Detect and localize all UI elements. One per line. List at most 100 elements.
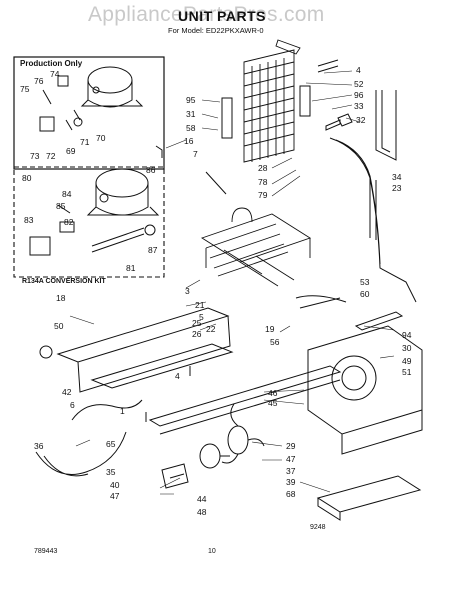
- grommet-50: [39, 345, 53, 359]
- fan-blade: [221, 403, 265, 464]
- document-code: 789443: [34, 548, 58, 555]
- page-number: 10: [208, 548, 216, 555]
- part-number-label: 70: [96, 133, 106, 143]
- part-number-label: 42: [62, 387, 72, 397]
- part-number-label: 86: [146, 165, 156, 175]
- part-number-label: 50: [54, 321, 64, 331]
- part-number-label: 71: [80, 137, 90, 147]
- condenser-tube-1: [317, 59, 339, 73]
- part-number-label: 30: [402, 343, 412, 353]
- dryer-tube: [325, 119, 341, 131]
- part-number-label: 45: [268, 398, 278, 408]
- part-number-label: 87: [148, 245, 158, 255]
- part-number-label: 37: [286, 466, 296, 476]
- part-number-label: 49: [402, 356, 412, 366]
- condenser-bracket-left: [221, 97, 233, 139]
- condenser-bracket-right: [299, 85, 311, 117]
- part-number-label: 74: [50, 69, 60, 79]
- part-number-label: 83: [24, 215, 34, 225]
- part-number-label: 23: [392, 183, 402, 193]
- part-number-label: 36: [34, 441, 44, 451]
- part-number-label: 16: [184, 136, 194, 146]
- part-number-label: 18: [56, 293, 66, 303]
- part-number-label: 96: [354, 90, 364, 100]
- part-number-label: 48: [197, 507, 207, 517]
- watermark: AppliancePartsPros.com: [88, 3, 325, 26]
- part-number-label: 58: [186, 123, 196, 133]
- rod-7: [205, 171, 227, 195]
- condenser: [243, 39, 301, 163]
- part-number-label: 81: [126, 263, 136, 273]
- part-number-label: 40: [110, 480, 120, 490]
- part-number-label: 22: [206, 324, 216, 334]
- drain-pan: [316, 475, 422, 521]
- part-number-label: 39: [286, 477, 296, 487]
- compressor-small: [80, 66, 144, 108]
- part-number-label: 5: [199, 312, 204, 322]
- part-number-label: 34: [392, 172, 402, 182]
- fan-motor: [199, 443, 230, 469]
- part-number-label: 46: [268, 388, 278, 398]
- part-number-label: 65: [106, 439, 116, 449]
- figure-code: 9248: [310, 524, 326, 531]
- part-number-label: 47: [286, 454, 296, 464]
- part-number-label: 3: [185, 286, 190, 296]
- part-number-label: 19: [265, 324, 275, 334]
- wire-harness: [71, 399, 143, 421]
- part-number-label: 68: [286, 489, 296, 499]
- motor-bracket: [161, 463, 189, 489]
- part-number-label: 7: [193, 149, 198, 159]
- part-number-label: 60: [360, 289, 370, 299]
- part-number-label: 79: [258, 190, 268, 200]
- screw-16: [155, 145, 163, 158]
- leader-lines: [69, 70, 395, 495]
- part-number-label: 85: [56, 201, 66, 211]
- suction-line: [329, 137, 417, 303]
- part-number-label: 56: [270, 337, 280, 347]
- heater-60: [299, 297, 341, 309]
- part-number-label: 52: [354, 79, 364, 89]
- part-number-label: 35: [106, 467, 116, 477]
- production-only-box: [13, 56, 165, 170]
- fan-shroud-housing: [307, 325, 423, 455]
- power-cord: [35, 431, 127, 477]
- compressor-kit: [86, 168, 160, 253]
- small-clip-32: [337, 113, 353, 127]
- kit-relay-parts: [29, 204, 75, 256]
- part-number-label: 69: [66, 146, 76, 156]
- model-number: For Model: ED22PKXAWR-0: [168, 26, 264, 35]
- part-94: [354, 311, 404, 331]
- part-number-label: 75: [20, 84, 30, 94]
- part-number-label: 4: [356, 65, 361, 75]
- base-frame: [56, 307, 342, 435]
- evaporator: [200, 207, 312, 287]
- part-number-label: 78: [258, 177, 268, 187]
- part-number-label: 33: [354, 101, 364, 111]
- part-number-label: 4: [175, 371, 180, 381]
- part-number-label: 73: [30, 151, 40, 161]
- part-number-label: 31: [186, 109, 196, 119]
- part-number-label: 72: [46, 151, 56, 161]
- part-number-label: 26: [192, 329, 202, 339]
- part-number-label: 84: [62, 189, 72, 199]
- part-number-label: 95: [186, 95, 196, 105]
- conversion-kit-box: [13, 166, 165, 278]
- part-number-label: 28: [258, 163, 268, 173]
- relay-parts-small: [39, 75, 83, 132]
- part-number-label: 53: [360, 277, 370, 287]
- part-number-label: 25: [192, 318, 202, 328]
- part-number-label: 94: [402, 330, 412, 340]
- part-number-label: 47: [110, 491, 120, 501]
- part-number-label: 51: [402, 367, 412, 377]
- part-number-label: 44: [197, 494, 207, 504]
- part-number-label: 82: [64, 217, 74, 227]
- production-only-label: Production Only: [20, 59, 83, 68]
- capillary-53: [295, 295, 347, 303]
- conversion-kit-label: R134A CONVERSION KIT: [22, 278, 106, 285]
- part-number-label: 29: [286, 441, 296, 451]
- part-number-label: 21: [195, 300, 205, 310]
- part-number-label: 80: [22, 173, 32, 183]
- discharge-tube: [375, 90, 397, 161]
